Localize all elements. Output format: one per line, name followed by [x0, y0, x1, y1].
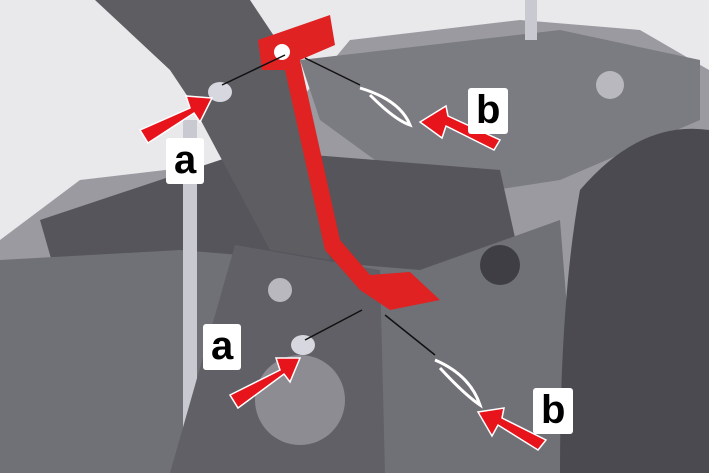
callout-label-b-upper: b — [468, 88, 509, 134]
hairpin-clip-upper — [359, 86, 413, 128]
callout-label-a-lower: a — [203, 324, 242, 370]
arrow-icon — [476, 407, 548, 451]
red-bracket — [258, 15, 440, 310]
callout-label-a-upper: a — [166, 138, 205, 184]
plate-hole — [255, 355, 345, 445]
arrows — [138, 95, 548, 451]
hairpin-clip-lower — [434, 358, 483, 409]
arrow-icon — [418, 104, 502, 151]
seat-cushion — [560, 128, 709, 473]
leader-lines — [221, 54, 436, 356]
support-rod — [183, 120, 197, 473]
grommet — [480, 245, 520, 285]
support-rod-top — [525, 0, 537, 40]
arrow-icon — [228, 357, 302, 410]
bracket-hole — [274, 44, 290, 60]
bolt — [596, 71, 624, 99]
bolt — [268, 278, 292, 302]
clevis-pin-lower — [291, 335, 315, 355]
callout-label-b-lower: b — [533, 388, 574, 434]
arrow-icon — [138, 95, 214, 145]
clevis-pin-upper — [208, 82, 232, 102]
